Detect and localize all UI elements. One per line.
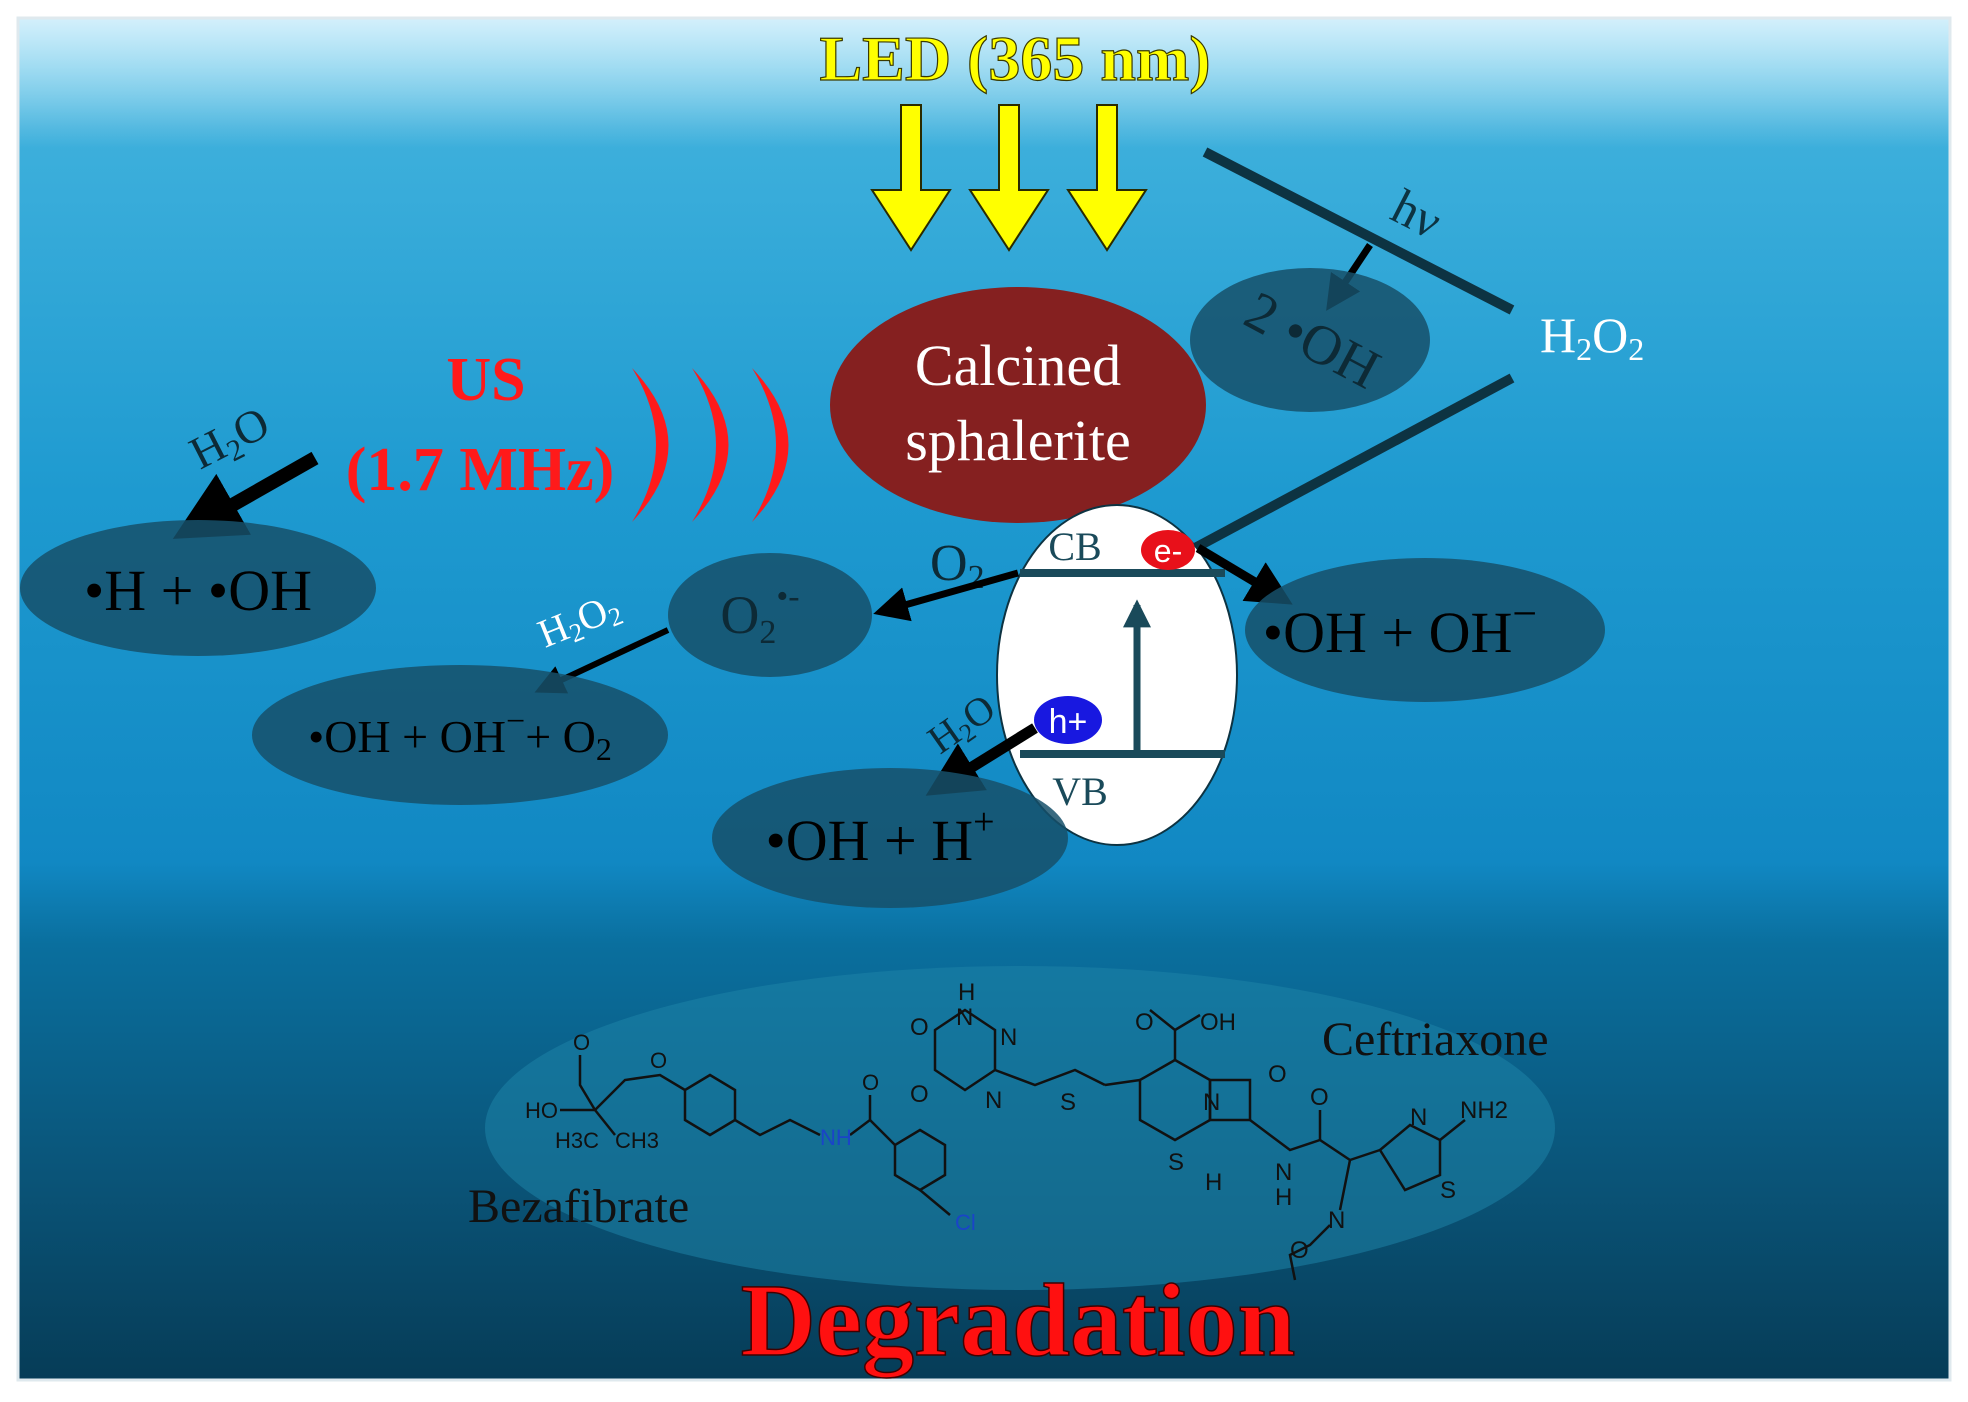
cf-oxime xyxy=(1338,1159,1352,1211)
hole-label: h+ xyxy=(1049,703,1088,741)
cf-link-1 xyxy=(994,1068,1106,1087)
electron-h2o2-line xyxy=(1192,373,1515,553)
pollutant-ellipse xyxy=(485,966,1555,1290)
h2o2-label: H2O2 xyxy=(1540,307,1644,367)
cf-n1: N xyxy=(956,1004,973,1031)
cf-h: H xyxy=(958,979,975,1006)
us-wave-3 xyxy=(752,368,789,522)
sonolysis-product-ellipse xyxy=(20,520,376,656)
cf-o6: O xyxy=(1290,1237,1309,1264)
electron-label: e- xyxy=(1154,533,1182,569)
bz-cl: Cl xyxy=(955,1210,976,1235)
ceftriaxone-structure xyxy=(933,1008,1466,1281)
catalyst-label-line1: Calcined xyxy=(915,333,1121,398)
bz-o3: O xyxy=(862,1070,879,1095)
ultrasound-waves xyxy=(632,368,789,522)
hole-badge xyxy=(1034,696,1102,744)
led-light-arrows xyxy=(870,104,1148,252)
ceftriaxone-atom-labels: H N N O O N S OH O N O S H N H O N NH2 S… xyxy=(910,979,1508,1264)
cf-amide xyxy=(1249,1119,1351,1162)
superoxide-ellipse xyxy=(668,553,872,677)
cf-o5: O xyxy=(1310,1084,1329,1111)
bz-nh: NH xyxy=(820,1125,852,1150)
bz-h3c: H3C xyxy=(555,1128,599,1153)
cf-acid-oh xyxy=(1174,1013,1201,1032)
water-surface-haze xyxy=(18,18,1950,148)
o2-reduction-arrow xyxy=(873,569,1019,622)
cf-o4: O xyxy=(1268,1061,1287,1088)
bezafibrate-label: Bezafibrate xyxy=(468,1180,689,1233)
cf-nh: N xyxy=(1275,1159,1292,1186)
cf-nh2-bond xyxy=(1439,1119,1466,1141)
cf-s2: S xyxy=(1168,1149,1184,1176)
hydroxyl-ellipse-photolysis xyxy=(1190,268,1430,412)
bz-cl-bond xyxy=(919,1189,951,1216)
oxygen-product-ellipse xyxy=(252,665,668,805)
cf-s1: S xyxy=(1060,1089,1076,1116)
light-arrow-1 xyxy=(870,104,952,252)
bz-ho: HO xyxy=(525,1098,558,1123)
hole-product-ellipse xyxy=(712,768,1068,908)
bezafibrate-structure xyxy=(560,1055,947,1192)
sonolysis-product: •H + •OH xyxy=(84,558,312,623)
degradation-label: Degradation xyxy=(741,1263,1296,1378)
cf-link-2 xyxy=(1104,1078,1141,1087)
bz-chain-3 xyxy=(734,1118,821,1137)
bz-ch3: CH3 xyxy=(615,1128,659,1153)
catalyst-ellipse xyxy=(830,287,1206,523)
light-arrow-3 xyxy=(1066,104,1148,252)
light-arrow-2 xyxy=(968,104,1050,252)
electron-badge xyxy=(1141,530,1195,570)
bz-chain-6 xyxy=(594,1109,616,1136)
cf-o2: O xyxy=(910,1081,929,1108)
vb-label: VB xyxy=(1052,769,1108,814)
led-label: LED (365 nm) xyxy=(819,23,1210,94)
ceftriaxone-label: Ceftriaxone xyxy=(1322,1013,1549,1066)
frame-border xyxy=(16,16,1952,1382)
cf-nh2: NH2 xyxy=(1460,1097,1508,1124)
electron-product: •OH + OH− xyxy=(1263,589,1537,665)
cf-n2: N xyxy=(1000,1024,1017,1051)
cf-oh: OH xyxy=(1200,1009,1236,1036)
electron-product-ellipse xyxy=(1245,558,1605,702)
us-wave-2 xyxy=(692,368,729,522)
bz-o: O xyxy=(573,1030,590,1055)
superoxide-label: O2•- xyxy=(720,578,799,651)
electron-product-arrow xyxy=(1195,544,1293,605)
us-wave-1 xyxy=(632,368,669,522)
catalyst-label-line2: sphalerite xyxy=(905,408,1130,473)
bezafibrate-atom-labels: O HO H3C CH3 O NH O Cl xyxy=(525,1030,976,1235)
hole-product: •OH + H+ xyxy=(765,801,994,873)
cf-methoxy xyxy=(1288,1224,1331,1281)
cf-thiazole-ring xyxy=(1378,1123,1442,1192)
cf-s3: S xyxy=(1440,1177,1456,1204)
bz-o2: O xyxy=(650,1048,667,1073)
bz-chain-5 xyxy=(869,1119,896,1146)
cb-label: CB xyxy=(1048,524,1101,569)
bz-chain-2 xyxy=(578,1055,597,1111)
oxygen-product: •OH + OH−+ O2 xyxy=(308,703,612,767)
photolysis-line xyxy=(1202,147,1515,315)
cf-o3: O xyxy=(1135,1009,1154,1036)
band-ellipse xyxy=(996,504,1238,846)
sonolysis-arrow xyxy=(172,451,319,539)
cf-o1: O xyxy=(910,1014,929,1041)
cf-n4: N xyxy=(1203,1089,1220,1116)
superoxide-h2o2-label: H2O2 xyxy=(532,583,628,659)
cf-link-3 xyxy=(1349,1148,1381,1162)
cf-n6: N xyxy=(1328,1207,1345,1234)
cf-n5: N xyxy=(1410,1104,1427,1131)
bz-chain-1 xyxy=(560,1073,686,1112)
cf-n3: N xyxy=(985,1087,1002,1114)
cf-h2: H xyxy=(1205,1169,1222,1196)
cf-h3: H xyxy=(1275,1184,1292,1211)
us-label-line2: (1.7 MHz) xyxy=(346,436,615,504)
cf-triazine-ring xyxy=(933,1008,997,1092)
us-label-line1: US xyxy=(446,346,525,414)
